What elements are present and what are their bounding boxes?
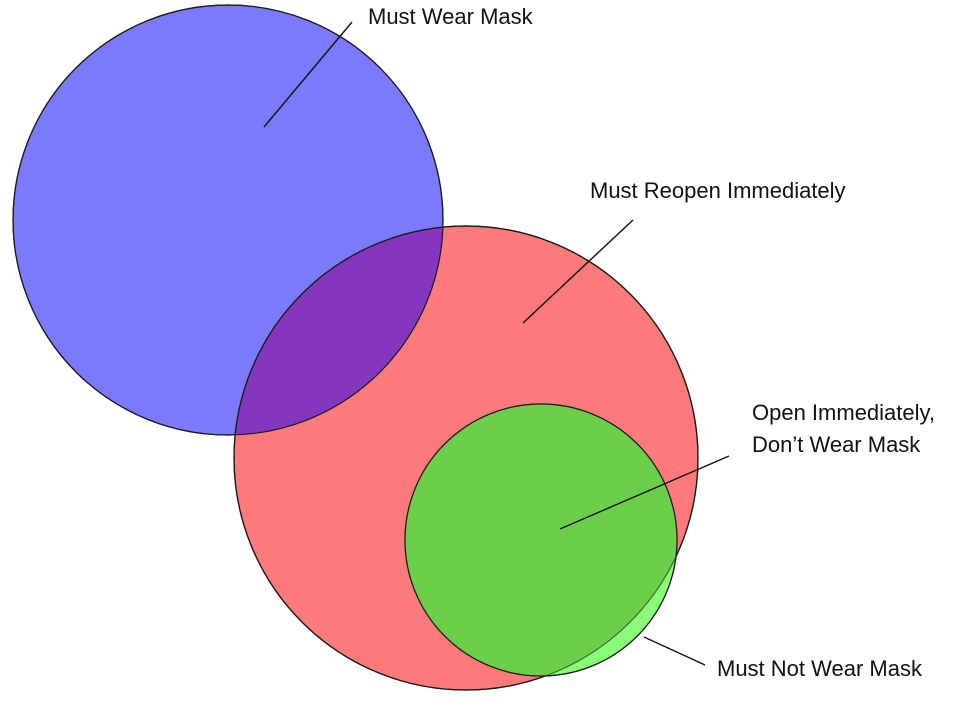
open-immediately-dont-wear-mask-label-line-1: Open Immediately, — [752, 400, 935, 425]
must-not-wear-mask-outline — [404, 403, 678, 677]
red-outline-over-green — [233, 225, 699, 691]
must-wear-mask-leader — [263, 21, 353, 128]
open-immediately-dont-wear-mask-leader — [559, 455, 730, 530]
must-not-wear-mask-leader — [643, 636, 706, 666]
must-not-wear-mask-label: Must Not Wear Mask — [717, 656, 923, 681]
open-immediately-dont-wear-mask-label-line-2: Don’t Wear Mask — [752, 432, 921, 457]
must-wear-mask-label: Must Wear Mask — [368, 4, 534, 29]
mask-reopen-overlap-region — [234, 226, 443, 435]
open-immediately-dont-wear-mask-region — [405, 404, 677, 676]
must-wear-mask-outline — [12, 4, 444, 436]
must-reopen-immediately-leader — [522, 219, 634, 324]
must-reopen-immediately-label: Must Reopen Immediately — [590, 178, 846, 203]
